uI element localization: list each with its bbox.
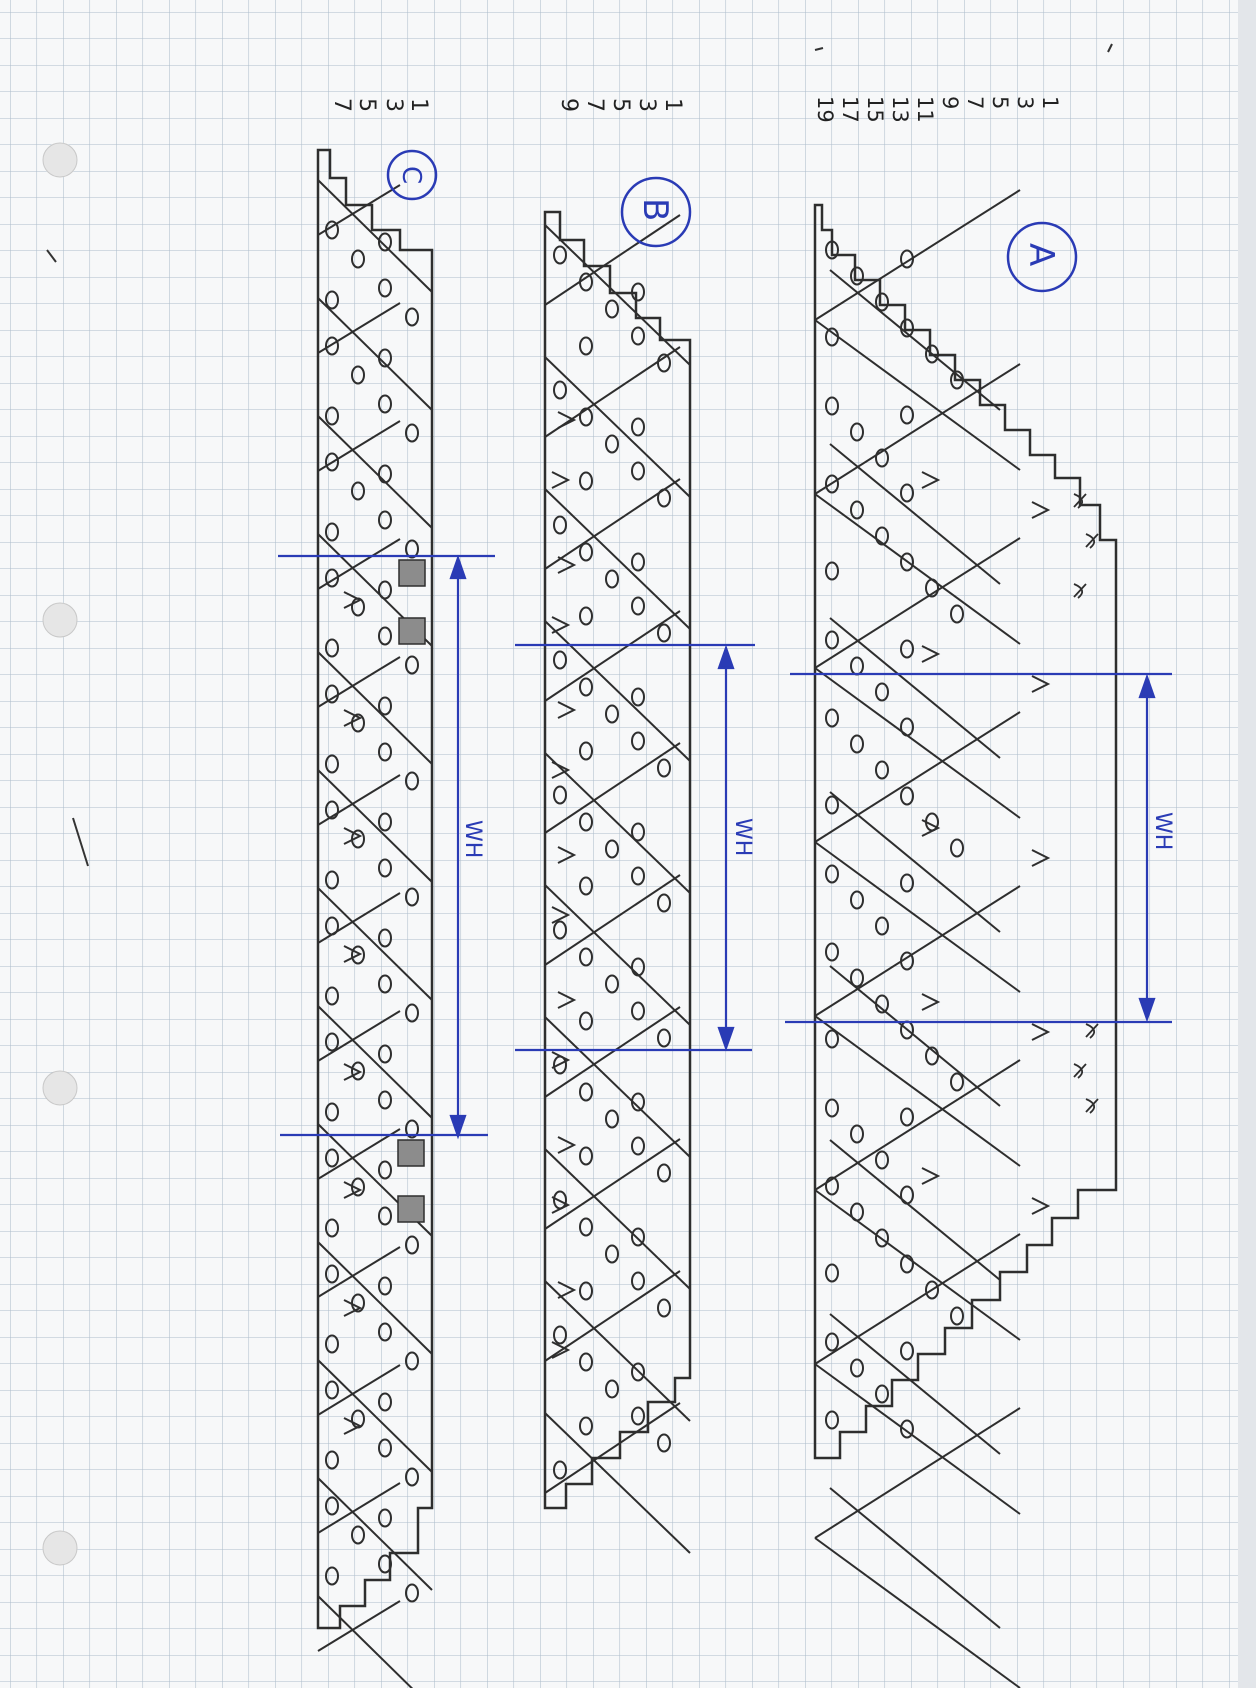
paper-edge-shadow (1238, 0, 1256, 1688)
row-number: 7 (582, 98, 607, 112)
row-number: 15 (863, 96, 887, 123)
row-number: 9 (938, 96, 962, 109)
row-number: 1 (406, 98, 431, 112)
row-number: 3 (381, 98, 406, 112)
row-number: 7 (963, 96, 987, 109)
binder-hole (43, 143, 77, 177)
shaded-cell (399, 560, 425, 586)
chart-letter: B (635, 198, 675, 221)
row-number: 13 (888, 96, 912, 123)
row-number: 3 (1013, 96, 1037, 109)
binder-hole (43, 1071, 77, 1105)
binder-hole (43, 603, 77, 637)
shaded-cell (398, 1196, 424, 1222)
chart-letter: A (1021, 243, 1061, 266)
shaded-cell (399, 618, 425, 644)
row-number: 11 (913, 96, 937, 123)
row-number: 9 (556, 98, 581, 112)
row-number: 1 (660, 98, 685, 112)
binder-hole (43, 1531, 77, 1565)
row-number: 7 (329, 98, 354, 112)
shaded-cell (398, 1140, 424, 1166)
row-number: 19 (813, 96, 837, 123)
repeat-marker-label: WH (1150, 812, 1175, 850)
row-number: 5 (988, 96, 1012, 109)
chart-letter: C (396, 166, 426, 184)
row-number: 17 (838, 96, 862, 123)
row-number: 1 (1038, 96, 1062, 109)
chart-b-row-numbers: 9 7 5 3 1 (556, 98, 685, 112)
repeat-marker-label: WH (460, 820, 485, 858)
row-number: 5 (608, 98, 633, 112)
repeat-marker-label: WH (730, 818, 755, 856)
row-number: 3 (634, 98, 659, 112)
row-number: 5 (354, 98, 379, 112)
